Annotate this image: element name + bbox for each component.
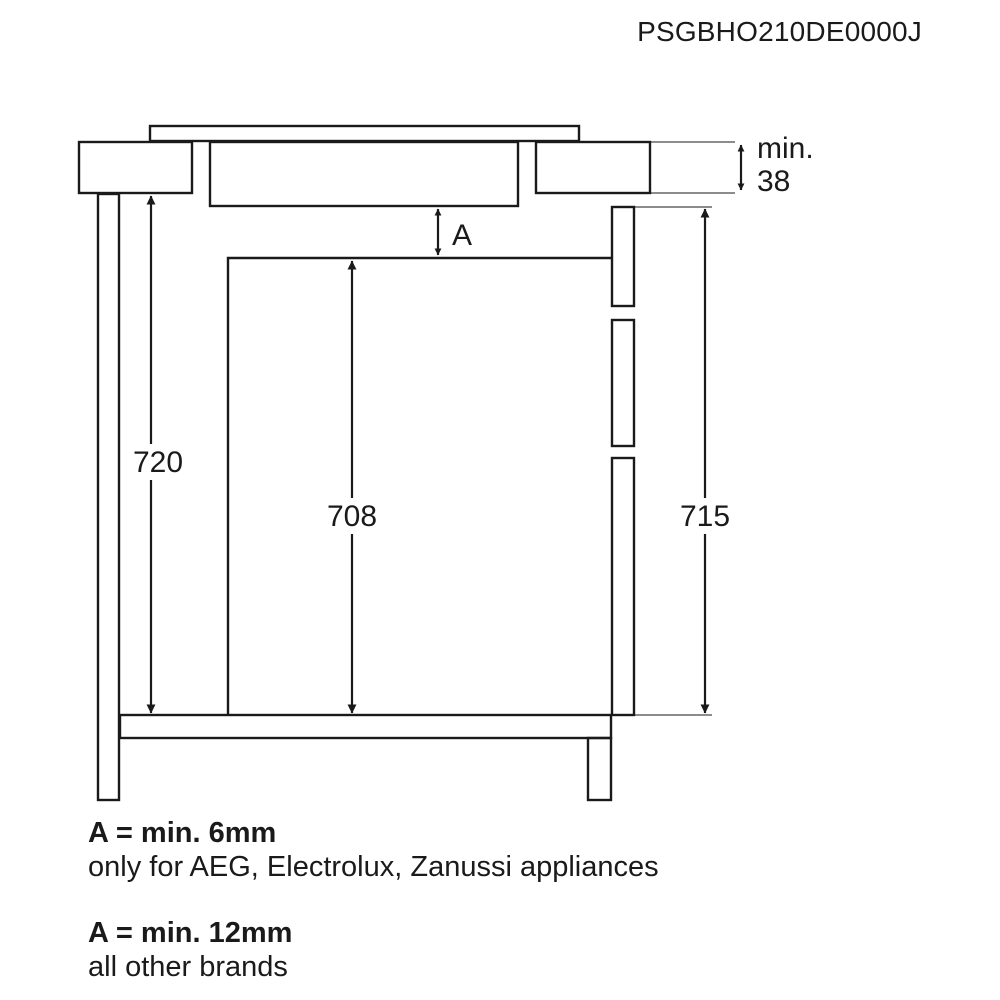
cabinet-plinth-right	[586, 736, 613, 802]
dimension-label-worktop-thickness: 38	[757, 165, 790, 198]
dimension-label-panel-height: 715	[680, 500, 730, 533]
worktop-left	[77, 140, 194, 195]
note-heading: A = min. 6mm	[88, 817, 277, 849]
note-text: all other brands	[88, 951, 288, 983]
note-gap-other-brands: A = min. 12mm all other brands	[88, 916, 292, 984]
dimension-label-cabinet-height: 720	[133, 446, 183, 479]
front-panel-top	[610, 205, 636, 308]
cabinet-side-panel-left	[96, 192, 121, 802]
front-panel-bottom	[610, 456, 636, 717]
dimension-label-appliance-height: 708	[327, 500, 377, 533]
worktop-right	[534, 140, 652, 195]
note-gap-aeg-electrolux-zanussi: A = min. 6mm only for AEG, Electrolux, Z…	[88, 816, 659, 884]
front-panel-middle	[610, 318, 636, 448]
note-text: only for AEG, Electrolux, Zanussi applia…	[88, 851, 659, 883]
appliance-body	[226, 256, 611, 715]
note-heading: A = min. 12mm	[88, 917, 293, 949]
dimension-label-gap-a: A	[452, 219, 472, 252]
dimension-label-worktop-min: min.	[757, 132, 814, 165]
model-code: PSGBHO210DE0000J	[637, 16, 922, 47]
hob-body	[208, 140, 520, 208]
hob-top-plate	[148, 124, 581, 143]
cabinet-base	[118, 713, 613, 740]
